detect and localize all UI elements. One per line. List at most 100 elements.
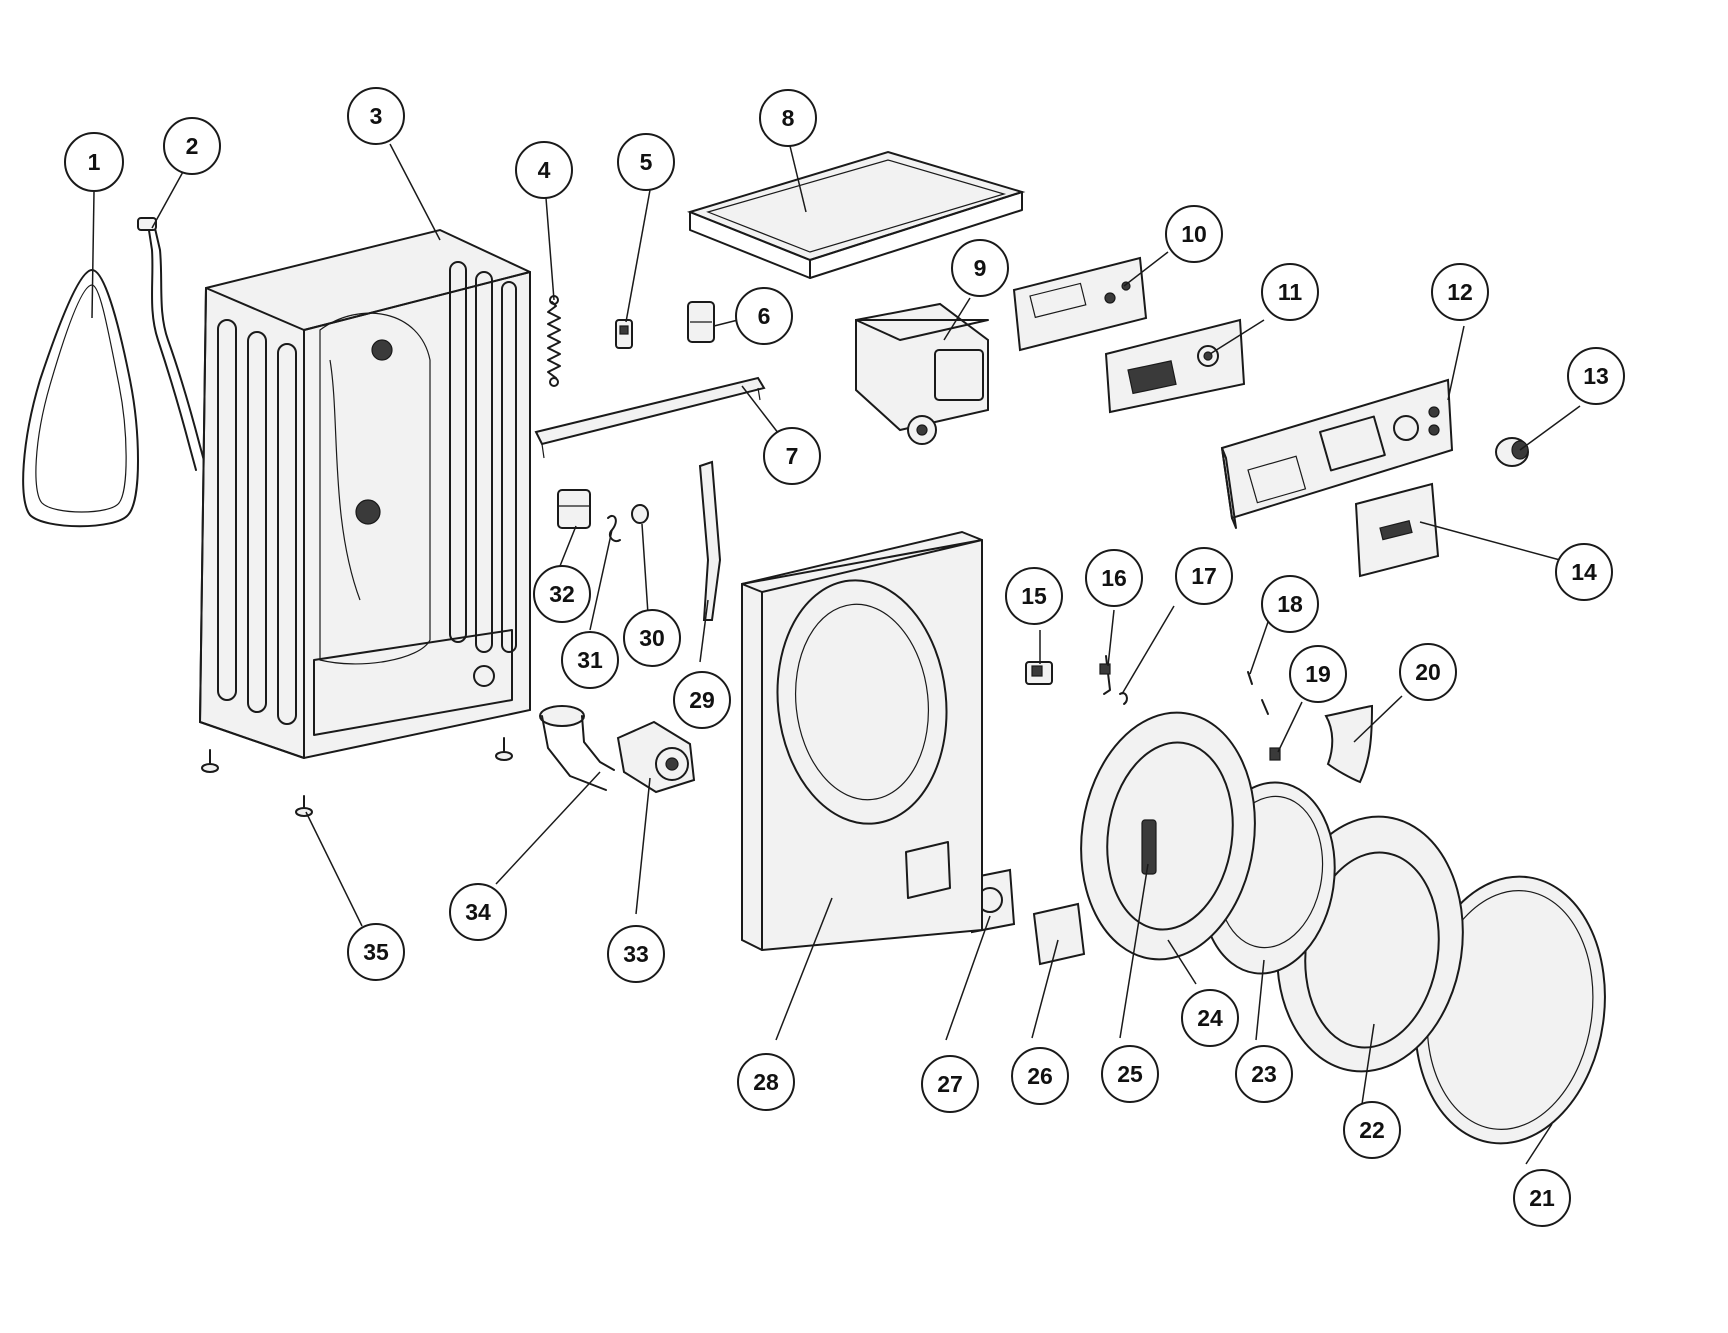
leader-30 xyxy=(641,523,649,615)
part-7-rail xyxy=(534,376,766,459)
leader-1 xyxy=(91,191,95,319)
leader-18 xyxy=(1249,621,1269,675)
leader-17 xyxy=(1121,605,1175,695)
leader-8 xyxy=(789,145,807,213)
leader-19 xyxy=(1277,701,1303,753)
callout-17-label: 17 xyxy=(1191,563,1217,589)
callout-21-label: 21 xyxy=(1529,1185,1555,1211)
callout-29: 29 xyxy=(673,671,731,729)
callout-18: 18 xyxy=(1261,575,1319,633)
part-34-drain-bellows xyxy=(539,705,615,791)
callout-29-label: 29 xyxy=(689,687,715,713)
callout-32-label: 32 xyxy=(549,581,575,607)
leader-27 xyxy=(945,915,991,1041)
leader-16 xyxy=(1107,609,1115,667)
part-26-plate xyxy=(1032,902,1086,966)
callout-9-label: 9 xyxy=(974,255,987,281)
leader-10 xyxy=(1123,251,1169,287)
leader-24 xyxy=(1167,939,1197,985)
part-16-hook xyxy=(1099,655,1111,695)
callout-6: 6 xyxy=(735,287,793,345)
leader-29 xyxy=(699,599,709,663)
callout-7: 7 xyxy=(763,427,821,485)
leader-23 xyxy=(1255,959,1265,1041)
part-24-door-ring-inner xyxy=(1080,711,1256,961)
leader-13 xyxy=(1519,405,1581,451)
callout-30: 30 xyxy=(623,609,681,667)
leader-21 xyxy=(1525,1123,1553,1165)
callout-13: 13 xyxy=(1567,347,1625,405)
part-5-bracket xyxy=(615,319,633,349)
callout-34: 34 xyxy=(449,883,507,941)
callout-25-label: 25 xyxy=(1117,1061,1143,1087)
callout-2: 2 xyxy=(163,117,221,175)
callout-35-label: 35 xyxy=(363,939,389,965)
callout-32: 32 xyxy=(533,565,591,623)
callout-12: 12 xyxy=(1431,263,1489,321)
callout-10-label: 10 xyxy=(1181,221,1207,247)
callout-17: 17 xyxy=(1175,547,1233,605)
callout-23-label: 23 xyxy=(1251,1061,1277,1087)
callout-20: 20 xyxy=(1399,643,1457,701)
callout-20-label: 20 xyxy=(1415,659,1441,685)
part-4-spring xyxy=(547,295,561,387)
part-29-bracket xyxy=(698,460,722,621)
leader-31 xyxy=(589,529,613,631)
callout-14-label: 14 xyxy=(1571,559,1597,585)
callout-10: 10 xyxy=(1165,205,1223,263)
part-17-clip xyxy=(1119,692,1128,705)
callout-31: 31 xyxy=(561,631,619,689)
part-13-knob xyxy=(1495,437,1529,467)
callout-3-label: 3 xyxy=(370,103,383,129)
leader-33 xyxy=(635,777,651,915)
callout-26: 26 xyxy=(1011,1047,1069,1105)
leader-3 xyxy=(389,143,441,241)
callout-30-label: 30 xyxy=(639,625,665,651)
callout-5-label: 5 xyxy=(640,149,653,175)
leader-35 xyxy=(305,811,363,927)
callout-18-label: 18 xyxy=(1277,591,1303,617)
leader-lines xyxy=(91,143,1581,1165)
part-6-suppressor xyxy=(687,301,715,343)
callout-33: 33 xyxy=(607,925,665,983)
callout-22-label: 22 xyxy=(1359,1117,1385,1143)
part-11-control-board xyxy=(1104,318,1246,414)
leader-34 xyxy=(495,771,601,885)
leader-28 xyxy=(775,897,833,1041)
callout-12-label: 12 xyxy=(1447,279,1473,305)
leader-22 xyxy=(1361,1023,1375,1105)
callout-7-label: 7 xyxy=(786,443,799,469)
callout-15-label: 15 xyxy=(1021,583,1047,609)
callout-16: 16 xyxy=(1085,549,1143,607)
callout-11-label: 11 xyxy=(1278,279,1303,305)
callout-25: 25 xyxy=(1101,1045,1159,1103)
leader-7 xyxy=(741,385,783,439)
part-15-door-lock xyxy=(1025,661,1053,685)
leader-14 xyxy=(1419,521,1561,561)
part-19-block xyxy=(1269,747,1281,761)
part-14-drawer-front xyxy=(1354,482,1440,578)
callout-27-label: 27 xyxy=(937,1071,963,1097)
part-32-valve xyxy=(557,489,591,529)
leader-11 xyxy=(1209,319,1265,355)
callout-8-label: 8 xyxy=(782,105,795,131)
part-20-shield xyxy=(1324,704,1374,784)
callout-14: 14 xyxy=(1555,543,1613,601)
callout-9: 9 xyxy=(951,239,1009,297)
callout-27: 27 xyxy=(921,1055,979,1113)
callout-26-label: 26 xyxy=(1027,1063,1053,1089)
part-35-feet xyxy=(201,737,513,817)
part-1-gasket xyxy=(22,269,139,528)
callout-6-label: 6 xyxy=(758,303,771,329)
part-12-control-panel xyxy=(1220,378,1454,529)
part-28-front-panel xyxy=(741,530,983,952)
leader-12 xyxy=(1447,325,1465,401)
callout-33-label: 33 xyxy=(623,941,649,967)
leader-5 xyxy=(625,189,651,323)
part-2-hose xyxy=(137,217,207,471)
callout-31-label: 31 xyxy=(577,647,603,673)
leader-9 xyxy=(943,297,971,341)
callout-15: 15 xyxy=(1005,567,1063,625)
callout-16-label: 16 xyxy=(1101,565,1127,591)
